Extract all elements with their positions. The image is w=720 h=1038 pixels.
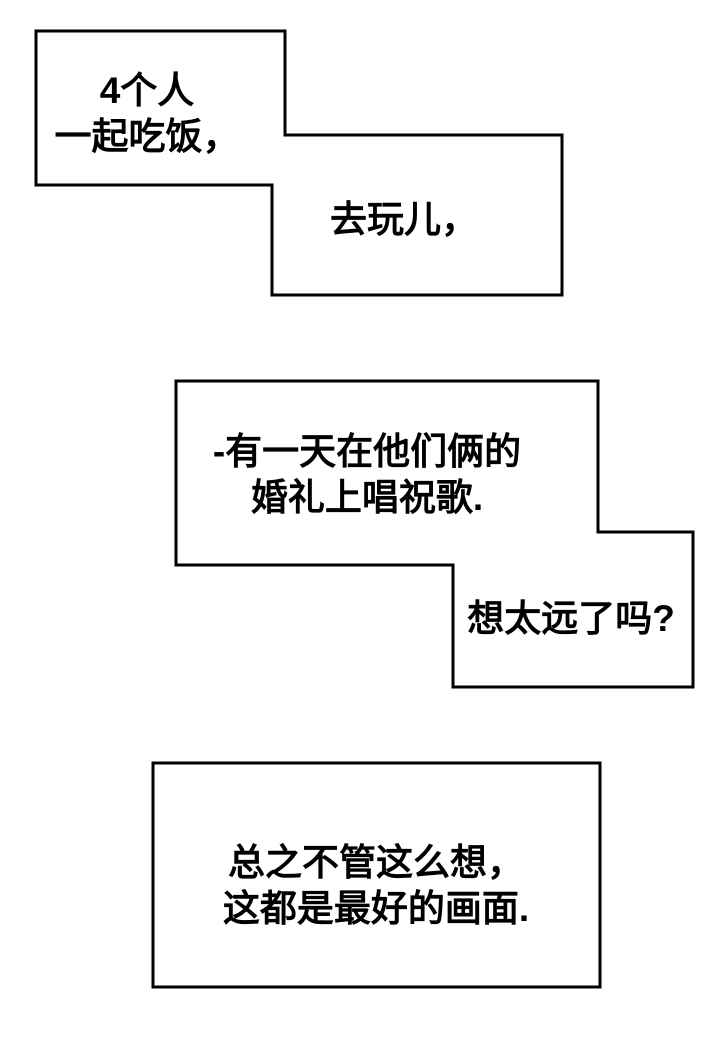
caption-line: 这都是最好的画面. — [222, 888, 530, 929]
caption-text-2: 去玩儿， — [330, 197, 478, 243]
caption-panel-top — [34, 29, 564, 297]
caption-line: 想太远了吗? — [467, 598, 675, 639]
caption-text-5: 总之不管这么想， 这都是最好的画面. — [223, 840, 529, 932]
caption-line: 一起吃饭， — [54, 116, 240, 157]
caption-line: 4个人 — [99, 70, 195, 111]
caption-text-1: 4个人 一起吃饭， — [55, 68, 240, 160]
caption-line: 总之不管这么想， — [228, 842, 524, 883]
caption-panel-bottom — [151, 761, 602, 989]
caption-text-3: -有一天在他们俩的 婚礼上唱祝歌. — [213, 429, 521, 521]
caption-line: 婚礼上唱祝歌. — [250, 477, 484, 518]
caption-panel-middle — [174, 379, 695, 689]
caption-text-4: 想太远了吗? — [467, 596, 675, 642]
caption-line: 去玩儿， — [330, 199, 478, 240]
caption-line: -有一天在他们俩的 — [212, 431, 522, 472]
